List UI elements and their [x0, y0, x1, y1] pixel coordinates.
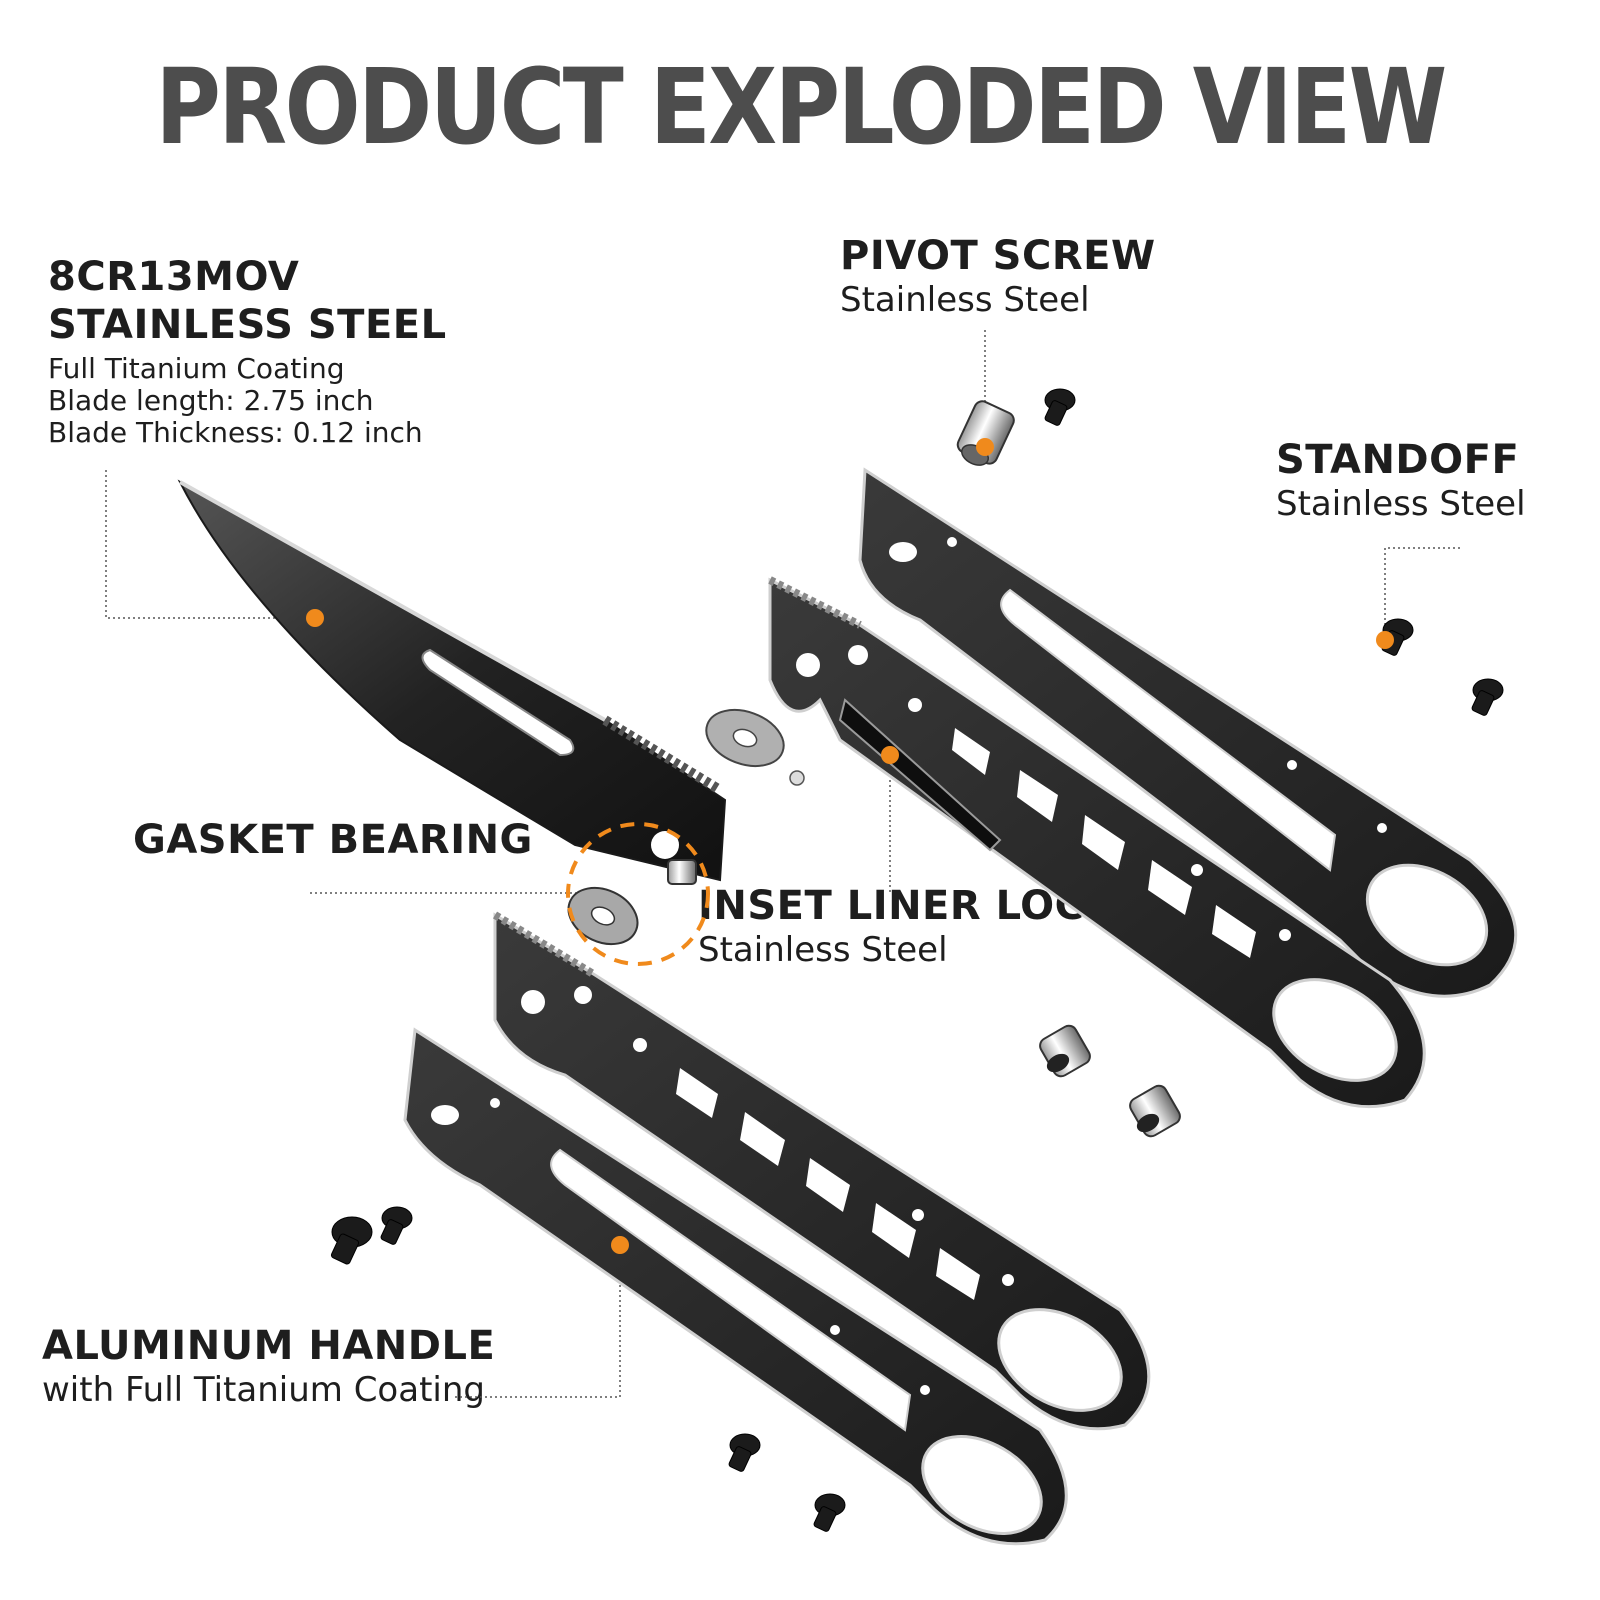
inset-liner-lock-heading: INSET LINER LOCK	[698, 883, 1117, 929]
liner-lock-callout-dot	[881, 746, 899, 764]
standoff-heading: STANDOFF	[1276, 437, 1520, 483]
blade-coating: Full Titanium Coating	[48, 352, 345, 385]
blade-part	[177, 479, 727, 885]
aluminum-handle-material: with Full Titanium Coating	[42, 1370, 485, 1410]
pivot-screw-material: Stainless Steel	[840, 280, 1090, 320]
screw-top	[1044, 388, 1076, 426]
screw-left-large	[330, 1216, 373, 1265]
screw-bottom-1	[728, 1433, 761, 1472]
inset-liner-lock-part	[768, 576, 1426, 1109]
blade-length: Blade length: 2.75 inch	[48, 384, 374, 418]
standoff-callout-dot	[1376, 631, 1394, 649]
standoff-part-1	[1039, 1024, 1091, 1078]
page-title: PRODUCT EXPLODED VIEW	[155, 46, 1447, 168]
gasket-highlight-circle	[566, 822, 710, 966]
callout-dots	[306, 438, 1394, 1254]
standoff-label: STANDOFF Stainless Steel	[1276, 436, 1526, 525]
screw-bottom-2	[813, 1493, 846, 1532]
gasket-bearing-label: GASKET BEARING	[133, 816, 533, 864]
screw-left-small	[380, 1206, 413, 1245]
handle-callout-dot	[611, 1236, 629, 1254]
inset-liner-lock-label: INSET LINER LOCK Stainless Steel	[698, 882, 1116, 971]
gasket-bearing-heading: GASKET BEARING	[133, 817, 533, 863]
inset-liner-lock-material: Stainless Steel	[698, 930, 948, 970]
handle-leader	[455, 1245, 621, 1398]
gasket-bearing-part	[567, 886, 639, 946]
front-liner-part	[492, 911, 1151, 1431]
blade-thickness: Blade Thickness: 0.12 inch	[48, 416, 423, 450]
standoff-screw-lower	[1471, 678, 1504, 716]
blade-label: 8CR13MOV STAINLESS STEEL Full Titanium C…	[48, 253, 447, 450]
back-handle-scale	[858, 467, 1518, 998]
pivot-screw-heading: PIVOT SCREW	[840, 233, 1156, 279]
blade-steel-grade: 8CR13MOV	[48, 254, 300, 300]
standoff-material: Stainless Steel	[1276, 484, 1526, 524]
blade-steel-type: STAINLESS STEEL	[48, 302, 447, 348]
pivot-screw-label: PIVOT SCREW Stainless Steel	[840, 232, 1156, 321]
aluminum-handle-label: ALUMINUM HANDLE with Full Titanium Coati…	[42, 1322, 495, 1411]
pivot-screw-callout-dot	[976, 438, 994, 456]
aluminum-handle-part	[403, 1027, 1068, 1546]
aluminum-handle-heading: ALUMINUM HANDLE	[42, 1323, 496, 1369]
standoff-leader	[1384, 547, 1460, 640]
washer-upper	[705, 708, 805, 786]
standoff-part-2	[1129, 1084, 1181, 1138]
blade-callout-dot	[306, 609, 324, 627]
pivot-screw-part	[956, 400, 1015, 466]
